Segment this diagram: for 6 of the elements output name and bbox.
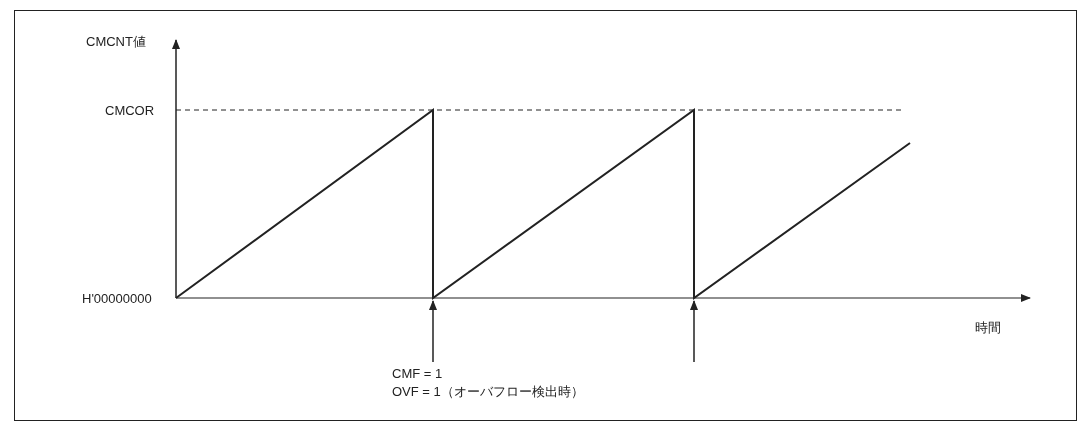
axis-tick-label: CMCOR [105,103,155,119]
axis-tick-label: H'00000000 [82,291,152,307]
note-text: CMF = 1 [392,366,443,382]
axis-label: CMCNT値 [86,34,146,50]
axis-label: 時間 [975,320,1001,336]
note-text: OVF = 1（オーバフロー検出時） [392,384,584,400]
